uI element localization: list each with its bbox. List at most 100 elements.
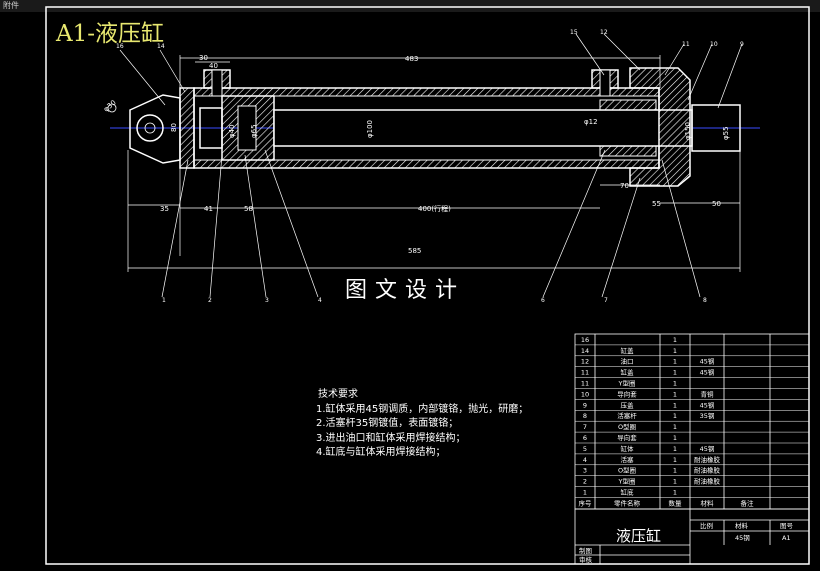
- balloon-3: 3: [265, 297, 269, 304]
- tb-checked-label: 审核: [579, 555, 593, 564]
- bom-cell-material: 青铜: [701, 389, 715, 398]
- balloon-1: 1: [162, 297, 166, 304]
- oil-port-right: [591, 69, 619, 97]
- tech-item-4: 4.缸底与缸体采用焊接结构；: [316, 447, 446, 458]
- bom-cell-name: 活塞杆: [617, 411, 637, 420]
- bom-cell-no: 16: [581, 336, 589, 344]
- bom-cell-name: 缸底: [621, 488, 635, 497]
- bom-cell-qty: 1: [673, 369, 677, 377]
- balloon-4: 4: [318, 297, 322, 304]
- dim-55: 55: [652, 200, 661, 208]
- bom-cell-no: 4: [583, 456, 587, 464]
- bom-cell-name: O型圈: [618, 422, 636, 431]
- balloon-12: 12: [600, 29, 608, 36]
- dim-41: 41: [204, 205, 213, 213]
- dim-phi12: φ12: [584, 118, 598, 126]
- dim-40: 40: [209, 62, 218, 70]
- balloon-11: 11: [682, 41, 690, 48]
- drawing-title: A1-液压缸: [56, 21, 165, 47]
- balloon-15: 15: [570, 29, 578, 36]
- bom-cell-name: 缸盖: [621, 346, 635, 355]
- cylinder-head: [599, 67, 691, 187]
- bom-cell-material: 45钢: [700, 369, 715, 377]
- bom-cell-name: 缸体: [621, 444, 635, 453]
- dim-80: 80: [170, 123, 178, 132]
- bom-cell-material: 耐油橡胶: [694, 455, 721, 464]
- bom-cell-name: Y型圈: [618, 477, 636, 486]
- dim-483: 483: [405, 55, 418, 63]
- bom-cell-qty: 1: [673, 478, 677, 486]
- dimension-lines: [127, 55, 741, 272]
- dim-35: 35: [160, 205, 169, 213]
- tech-item-3: 3.进出油口和缸体采用焊接结构；: [316, 432, 466, 444]
- tech-item-1: 1.缸体采用45钢调质，内部镀铬，抛光，研磨；: [316, 403, 529, 415]
- bom-cell-qty: 1: [673, 489, 677, 497]
- balloon-9: 9: [740, 41, 744, 48]
- bom-cell-material: 45钢: [700, 445, 715, 453]
- bom-cell-qty: 1: [673, 390, 677, 398]
- bom-cell-name: O型圈: [618, 466, 636, 475]
- balloon-10: 10: [710, 41, 718, 48]
- piston: [199, 95, 275, 161]
- bom-cell-material: 45钢: [700, 358, 715, 366]
- dim-400: 400(行程): [418, 204, 451, 213]
- bom-cell-qty: 1: [673, 456, 677, 464]
- balloon-8: 8: [703, 297, 707, 304]
- piston-rod: [273, 109, 693, 147]
- bom-cell-no: 14: [581, 347, 589, 355]
- bom-table: [574, 333, 810, 510]
- dim-phi40: φ40: [228, 124, 236, 138]
- bom-header-material: 材料: [701, 498, 715, 507]
- dim-30: 30: [199, 54, 208, 62]
- dim-phi100: φ100: [366, 120, 374, 138]
- bom-header-name: 零件名称: [614, 498, 641, 507]
- bom-cell-qty: 1: [673, 401, 677, 409]
- bom-cell-no: 7: [583, 423, 587, 431]
- bom-cell-name: 导向套: [617, 433, 637, 442]
- bom-cell-no: 9: [583, 401, 587, 409]
- bom-cell-material: 45钢: [700, 401, 715, 409]
- leader-lines: [119, 33, 743, 298]
- bom-cell-material: 耐油橡胶: [694, 466, 721, 475]
- bom-header-no: 序号: [579, 498, 593, 507]
- balloon-16: 16: [116, 43, 124, 50]
- tb-drawn-label: 制图: [579, 546, 592, 555]
- dim-58: 58: [244, 205, 253, 213]
- balloon-2: 2: [208, 297, 212, 304]
- bom-cell-no: 10: [581, 390, 589, 398]
- bom-cell-material: 35钢: [700, 412, 715, 420]
- bom-cell-qty: 1: [673, 467, 677, 475]
- bom-cell-qty: 1: [673, 336, 677, 344]
- bom-cell-qty: 1: [673, 347, 677, 355]
- bom-cell-no: 6: [583, 434, 587, 442]
- dim-70: 70: [620, 182, 629, 190]
- tech-requirements: 技术要求 1.缸体采用45钢调质，内部镀铬，抛光，研磨； 2.活塞杆35钢镀值，…: [316, 388, 528, 461]
- balloon-14: 14: [157, 43, 165, 50]
- bom-cell-qty: 1: [673, 445, 677, 453]
- bom-cell-qty: 1: [673, 412, 677, 420]
- window-tab-label[interactable]: 附件: [3, 1, 19, 10]
- tb-scale-label: 比例: [700, 521, 713, 530]
- tech-heading: 技术要求: [318, 389, 358, 400]
- cylinder-bottom: [179, 87, 195, 169]
- window-tab-bar: 附件: [0, 0, 820, 12]
- dim-585: 585: [408, 247, 421, 255]
- bom-cell-no: 11: [581, 380, 589, 388]
- title-block-name: 液压缸: [616, 527, 662, 545]
- bom-cell-name: 导向套: [617, 389, 637, 398]
- bom-cell-name: 油口: [621, 357, 634, 366]
- bom-cell-qty: 1: [673, 434, 677, 442]
- dim-50: 50: [712, 200, 721, 208]
- bom-cell-qty: 1: [673, 423, 677, 431]
- bom-cell-no: 12: [581, 358, 589, 366]
- bom-cell-no: 5: [583, 445, 587, 453]
- bom-cell-no: 8: [583, 412, 587, 420]
- bom-cell-name: 压盖: [621, 400, 635, 409]
- bom-header-qty: 数量: [669, 498, 683, 507]
- dim-phi65: φ65: [250, 124, 258, 138]
- bom-cell-name: 缸盖: [621, 368, 635, 377]
- rod-end: [691, 104, 741, 152]
- bom-cell-name: 活塞: [621, 455, 635, 464]
- drawing-frame: [45, 6, 810, 565]
- tb-material: 45钢: [735, 534, 750, 542]
